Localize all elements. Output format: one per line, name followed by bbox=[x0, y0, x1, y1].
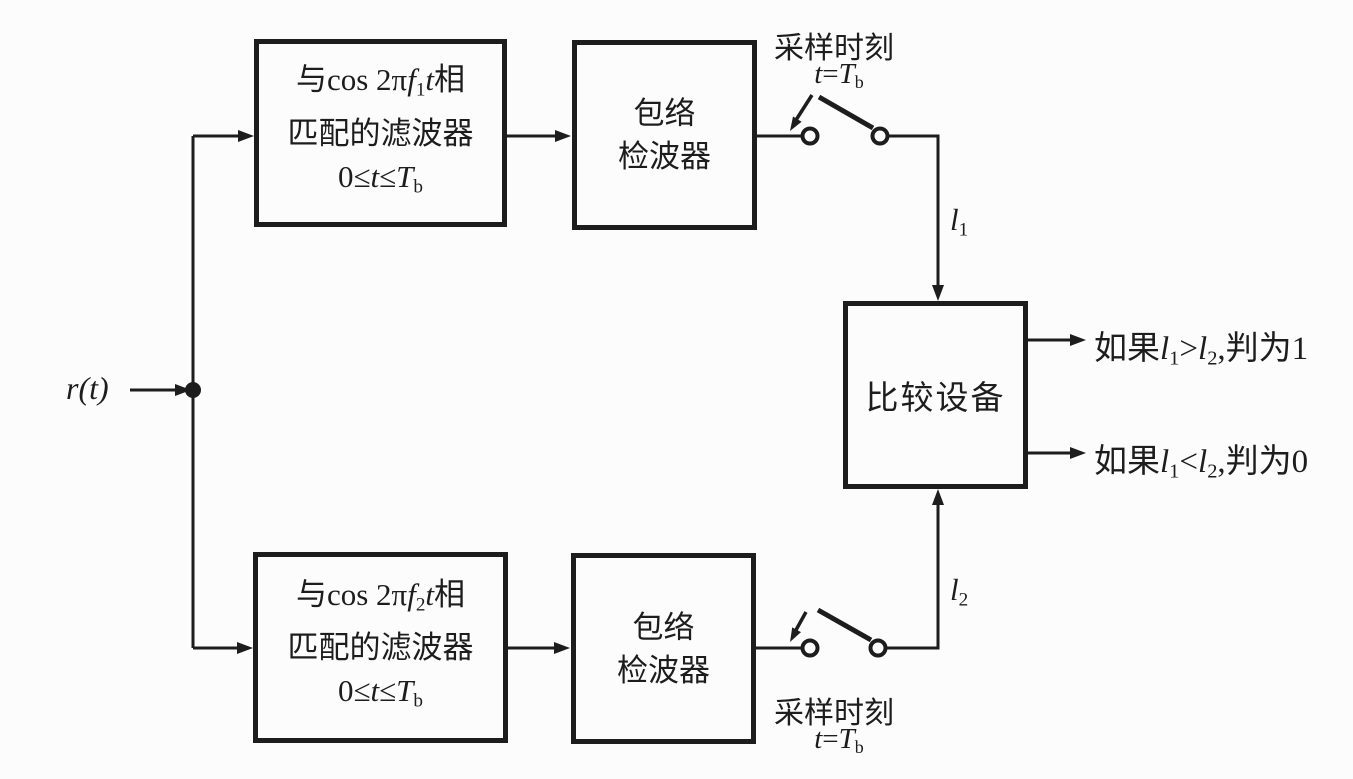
arrowhead-into-filter2 bbox=[237, 642, 253, 654]
arrowhead-into-comparator-bottom bbox=[932, 489, 944, 505]
comparator-label: 比较设备 bbox=[865, 381, 1006, 417]
switch2-arm bbox=[816, 607, 873, 643]
wire-switch1-comparator bbox=[888, 134, 940, 288]
matched-filter-2-line2: 匹配的滤波器 bbox=[287, 630, 474, 665]
arrowhead-output2 bbox=[1070, 447, 1086, 459]
sampler1-pointer-arrowhead bbox=[790, 116, 802, 131]
arrowhead-into-envelope1 bbox=[555, 130, 571, 142]
arrowhead-into-comparator-top bbox=[932, 285, 944, 301]
switch2-contact-left bbox=[800, 638, 820, 658]
matched-filter-2-line1: 与cos 2πf2t相 bbox=[295, 576, 466, 615]
arrowhead-into-filter1 bbox=[238, 130, 254, 142]
comparator-box: 比较设备 bbox=[843, 301, 1028, 489]
arrowhead-into-envelope2 bbox=[554, 642, 570, 654]
envelope-detector-2-line2: 检波器 bbox=[617, 652, 710, 688]
sampler-1-time: t=Tb bbox=[814, 58, 864, 93]
envelope-detector-2-line1: 包络 bbox=[632, 609, 695, 645]
sampler2-pointer-arrow bbox=[794, 611, 808, 631]
matched-filter-1-line2: 匹配的滤波器 bbox=[287, 115, 474, 151]
matched-filter-1-box: 与cos 2πf1t相 匹配的滤波器 0≤t≤Tb bbox=[254, 39, 507, 227]
arrowhead-input bbox=[175, 384, 191, 396]
envelope-detector-1-box: 包络 检波器 bbox=[572, 40, 757, 230]
envelope-detector-1-line1: 包络 bbox=[633, 96, 696, 131]
signal-l1-label: l1 bbox=[950, 202, 969, 241]
matched-filter-1-line1: 与cos 2πf1t相 bbox=[295, 62, 466, 101]
sampler1-pointer-arrow bbox=[794, 94, 814, 121]
envelope-detector-1-line2: 检波器 bbox=[618, 139, 711, 174]
matched-filter-1-line3: 0≤t≤Tb bbox=[337, 158, 423, 197]
switch1-contact-right bbox=[870, 126, 890, 146]
junction-dot bbox=[185, 382, 201, 398]
switch1-contact-left bbox=[800, 126, 820, 146]
wire-switch2-comparator bbox=[886, 502, 940, 650]
sampler2-pointer-arrowhead bbox=[790, 627, 801, 642]
decision-rule-2: 如果l1<l2,判为0 bbox=[1094, 444, 1309, 483]
matched-filter-2-box: 与cos 2πf2t相 匹配的滤波器 0≤t≤Tb bbox=[253, 552, 508, 743]
envelope-detector-2-box: 包络 检波器 bbox=[571, 553, 756, 744]
switch2-contact-right bbox=[868, 638, 888, 658]
switch1-arm bbox=[817, 94, 875, 131]
decision-rule-1: 如果l1>l2,判为1 bbox=[1094, 331, 1309, 370]
sampler-2-time: t=Tb bbox=[814, 723, 864, 758]
sampler-1-title: 采样时刻 bbox=[774, 32, 894, 65]
sampler-2-title: 采样时刻 bbox=[774, 697, 894, 730]
signal-l2-label: l2 bbox=[950, 572, 969, 611]
input-signal-label: r(t) bbox=[66, 370, 109, 406]
arrowhead-output1 bbox=[1070, 334, 1086, 346]
matched-filter-2-line3: 0≤t≤Tb bbox=[337, 673, 423, 712]
